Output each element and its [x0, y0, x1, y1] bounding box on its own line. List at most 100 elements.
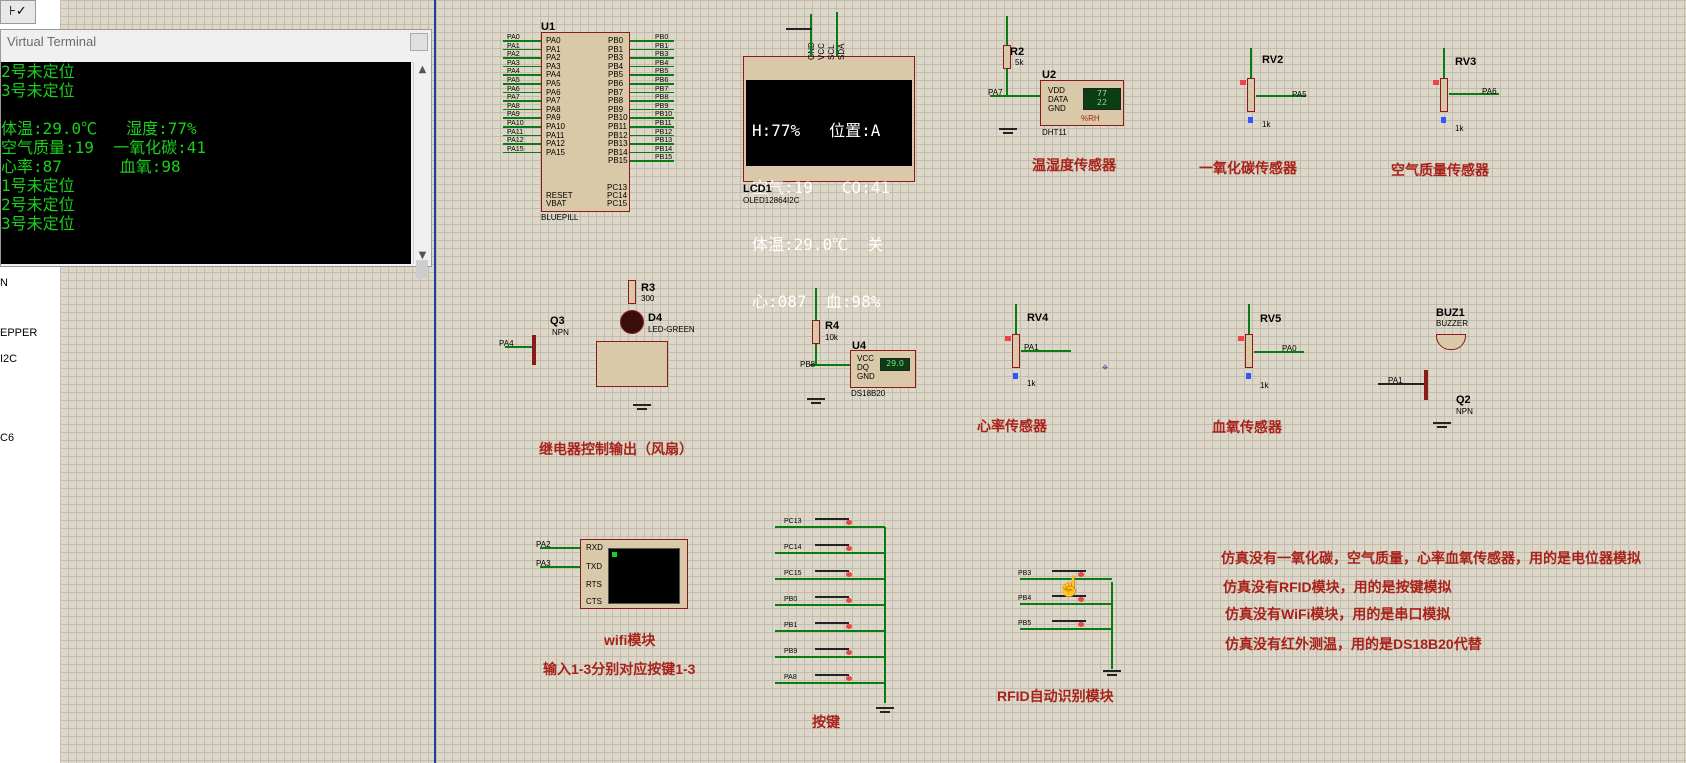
resistor[interactable]: [628, 280, 636, 304]
wire: [503, 151, 541, 154]
component-list-item[interactable]: N: [0, 277, 8, 289]
wire: [630, 48, 674, 51]
transistor-icon[interactable]: [532, 335, 536, 365]
net-label: PA3: [507, 59, 520, 67]
net-label: PA5: [1292, 90, 1307, 99]
push-button[interactable]: [815, 570, 849, 582]
terminal-line: 空气质量:19 一氧化碳:41: [1, 138, 207, 157]
wire: [1021, 350, 1071, 352]
rfid-push-button[interactable]: [1052, 620, 1086, 632]
transistor-icon[interactable]: [1424, 370, 1428, 400]
net-label: PB10: [655, 111, 673, 119]
note-text: 仿真没有红外测温，用的是DS18B20代替: [1225, 636, 1482, 652]
mcu-pin-label: PA7: [546, 96, 561, 106]
wire: [503, 91, 541, 94]
led-icon[interactable]: [620, 310, 644, 334]
push-button[interactable]: [815, 674, 849, 686]
wire: [775, 526, 885, 528]
ds-res-val: 10k: [825, 333, 838, 342]
rfid-push-button[interactable]: [1052, 595, 1086, 607]
section-label: 空气质量传感器: [1391, 162, 1489, 178]
ds-ref: U4: [852, 340, 867, 352]
wire: [503, 65, 541, 68]
pin-marker: [846, 650, 852, 655]
component-list-item[interactable]: I2C: [0, 353, 18, 365]
mcu-pin-label: PC14: [607, 191, 628, 200]
rfid-push-button[interactable]: [1052, 570, 1086, 582]
mcu-pin-label: PA6: [546, 87, 561, 97]
transistor-type: NPN: [552, 328, 569, 337]
wifi-pin: CTS: [586, 597, 602, 606]
wire: [503, 100, 541, 102]
virtual-terminal-window[interactable]: Virtual Terminal 2号未定位 3号未定位 体温:29.0℃ 湿度…: [0, 29, 432, 278]
wire: [503, 126, 541, 128]
scrollbar-thumb[interactable]: [416, 260, 428, 278]
ds-part: DS18B20: [851, 389, 886, 398]
pin-marker: [1433, 80, 1439, 85]
pin-marker: [846, 676, 852, 681]
net-label: PC13: [784, 518, 802, 525]
mcu-pin-label: PC15: [607, 199, 628, 208]
mcu-pin-label: PB7: [608, 87, 624, 97]
mcu-pin-label: PA10: [546, 122, 565, 131]
pin-marker: [1238, 336, 1244, 341]
wire: [630, 151, 674, 154]
mcu-pin-label: PA8: [546, 104, 561, 114]
net-label: PA12: [507, 137, 524, 145]
wire: [503, 83, 541, 85]
mcu-pin-label: RESET: [546, 191, 573, 200]
wifi-pin: RTS: [586, 580, 602, 589]
net-label: PB14: [655, 145, 673, 153]
scroll-down-icon[interactable]: ▼: [418, 250, 427, 261]
relay[interactable]: [596, 341, 668, 387]
terminal-close-button[interactable]: [410, 33, 428, 51]
potentiometer[interactable]: [1440, 78, 1448, 112]
lcd-pin: VCC: [817, 43, 826, 60]
dht-ref: U2: [1042, 69, 1057, 81]
wire: [503, 134, 541, 137]
mcu-bluepill[interactable]: [541, 32, 630, 212]
push-button[interactable]: [815, 518, 849, 530]
net-label: PA1: [1388, 376, 1403, 385]
select-tool-button[interactable]: ⊦✓: [0, 0, 36, 24]
component-list-item[interactable]: C6: [0, 432, 15, 444]
mcu-pin-label: PB4: [608, 61, 624, 71]
terminal-screen[interactable]: 2号未定位 3号未定位 体温:29.0℃ 湿度:77% 空气质量:19 一氧化碳…: [1, 62, 411, 264]
wire: [630, 108, 674, 111]
resistor[interactable]: [812, 320, 820, 344]
terminal-line: 2号未定位: [1, 62, 75, 81]
net-label: PB3: [655, 51, 669, 59]
wifi-hint: 输入1-3分别对应按键1-3: [543, 661, 696, 677]
net-label: PB11: [655, 120, 672, 127]
push-button[interactable]: [815, 544, 849, 556]
push-button[interactable]: [815, 622, 849, 634]
pot-val: 1k: [1262, 120, 1271, 129]
wire: [775, 656, 885, 658]
wire: [630, 74, 674, 76]
net-label: PB4: [1018, 595, 1032, 602]
potentiometer[interactable]: [1247, 78, 1255, 112]
wire: [1248, 304, 1250, 334]
mcu-pin-label: PA1: [546, 44, 561, 54]
wire: [786, 28, 812, 30]
mcu-pin-label: PA11: [546, 130, 565, 140]
terminal-scrollbar[interactable]: ▲ ▼: [413, 62, 431, 278]
scroll-up-icon[interactable]: ▲: [418, 64, 427, 75]
potentiometer[interactable]: [1012, 334, 1020, 368]
ds-readout: 29.0: [880, 358, 910, 371]
wire: [630, 126, 674, 128]
crosshair-icon: ⌖: [1102, 362, 1109, 374]
mcu-pin-label: PB5: [608, 70, 624, 80]
wire: [810, 364, 850, 366]
dht-readout-top: 77: [1096, 89, 1108, 98]
net-label: PB9: [784, 648, 798, 655]
push-button[interactable]: [815, 596, 849, 608]
ground-icon: [1103, 670, 1121, 680]
ds-res-ref: R4: [825, 320, 840, 332]
component-list-item[interactable]: EPPER: [0, 327, 38, 339]
push-button[interactable]: [815, 648, 849, 660]
resistor[interactable]: [1003, 45, 1011, 69]
wifi-pin: TXD: [586, 562, 602, 571]
terminal-line: 心率:87 血氧:98: [1, 157, 181, 176]
potentiometer[interactable]: [1245, 334, 1253, 368]
